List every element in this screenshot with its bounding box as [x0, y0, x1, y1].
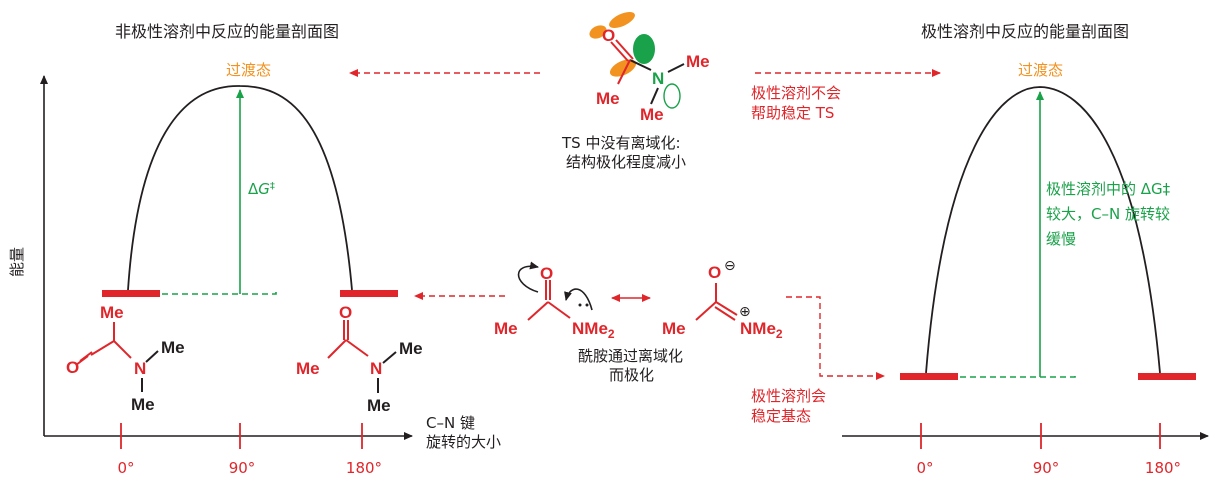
y-axis-label: 能量 [8, 247, 26, 277]
right-ts-label: 过渡态 [1018, 61, 1063, 79]
svg-text:Me: Me [100, 303, 124, 322]
ts-note-line2: 帮助稳定 TS [751, 104, 834, 122]
amide-resonance-zwitterion: O ⊖ ⊕ Me NMe2 [662, 258, 783, 341]
right-amide-structure: O Me N Me Me [296, 303, 423, 415]
x-axis-label-line2: 旋转的大小 [426, 433, 501, 451]
svg-text:O: O [708, 263, 721, 282]
ground-note-line1: 极性溶剂会 [751, 387, 826, 405]
curved-arrow-1 [517, 261, 539, 293]
svg-text:⊕: ⊕ [739, 304, 751, 320]
svg-text:O: O [540, 264, 553, 283]
right-tick-label-0: 0° [916, 459, 933, 477]
amide-to-right-arrow [786, 296, 885, 380]
svg-text:Me: Me [367, 396, 391, 415]
svg-text:N: N [652, 69, 664, 88]
ts-note-line1: 极性溶剂不会 [751, 84, 841, 102]
right-ticks [920, 423, 1161, 449]
right-tick-label-180: 180° [1145, 459, 1181, 477]
right-panel-title: 极性溶剂中反应的能量剖面图 [921, 22, 1129, 41]
ts-caption-line2: 结构极化程度减小 [566, 153, 686, 171]
orbital-lobe-orange-bottom [609, 59, 637, 77]
right-energy-curve [925, 86, 1161, 374]
right-panel: 极性溶剂中反应的能量剖面图 0° 90° 180° 过渡态 极性溶剂中的 ΔG‡… [842, 22, 1209, 477]
svg-text:Me: Me [494, 319, 518, 338]
right-ground-bar-0 [900, 373, 958, 380]
svg-text:N: N [370, 359, 382, 378]
svg-text:Me: Me [399, 339, 423, 358]
x-axis-label-line1: C–N 键 [426, 414, 475, 432]
right-note-line3: 缓慢 [1046, 230, 1076, 248]
right-ground-bar-180 [1138, 373, 1196, 380]
svg-text:Me: Me [131, 395, 155, 414]
svg-text:Me: Me [640, 105, 664, 124]
right-tick-label-90: 90° [1033, 459, 1060, 477]
orbital-lobe-green-top [633, 34, 655, 64]
amide-resonance-neutral: O Me NMe2 [494, 261, 615, 341]
right-dashed-baseline [960, 375, 1076, 378]
amide-caption-line2: 而极化 [609, 366, 654, 384]
left-delta-g-label: ΔG‡ [248, 180, 275, 198]
left-energy-curve [127, 85, 353, 291]
left-tick-label-180: 180° [346, 459, 382, 477]
right-note-line1: 极性溶剂中的 ΔG‡ [1046, 180, 1171, 198]
svg-text:Me: Me [662, 319, 686, 338]
ground-note-line2: 稳定基态 [751, 407, 811, 425]
left-ts-label: 过渡态 [226, 61, 271, 79]
svg-text:Me: Me [161, 338, 185, 357]
right-note-line2: 较大，C–N 旋转较 [1046, 205, 1170, 223]
ts-caption-line1: TS 中没有离域化: [561, 134, 681, 152]
orbital-lobe-orange-top [609, 11, 635, 29]
svg-text:NMe2: NMe2 [740, 319, 783, 341]
left-panel-title: 非极性溶剂中反应的能量剖面图 [115, 22, 339, 41]
svg-text:O: O [602, 26, 615, 45]
curved-arrow-2 [564, 288, 593, 311]
ts-structure: O N Me Me Me [589, 11, 710, 124]
svg-text:O: O [339, 303, 352, 322]
svg-text:NMe2: NMe2 [572, 319, 615, 341]
svg-text:O: O [66, 358, 79, 377]
amide-caption-line1: 酰胺通过离域化 [578, 347, 683, 365]
orbital-lobe-orange-small [589, 25, 607, 39]
left-ground-bar-0 [102, 290, 160, 297]
left-panel: 非极性溶剂中反应的能量剖面图 能量 0° 90° 180° C–N 键 旋转的大… [8, 22, 501, 477]
svg-text:N: N [134, 359, 146, 378]
left-dashed-baseline [162, 292, 277, 295]
svg-text:⊖: ⊖ [724, 258, 736, 274]
center-panel: O N Me Me Me TS 中没有离域化: 结构极化程度减小 极性溶剂不会 … [349, 11, 941, 425]
left-ticks [120, 423, 363, 449]
svg-text:Me: Me [596, 89, 620, 108]
left-tick-label-0: 0° [117, 459, 134, 477]
left-tick-label-90: 90° [229, 459, 256, 477]
orbital-lobe-green-bottom [663, 83, 681, 109]
svg-text:Me: Me [686, 52, 710, 71]
left-ground-bar-180 [340, 290, 398, 297]
left-amide-structure: Me O N Me Me [66, 303, 185, 414]
svg-text:Me: Me [296, 359, 320, 378]
